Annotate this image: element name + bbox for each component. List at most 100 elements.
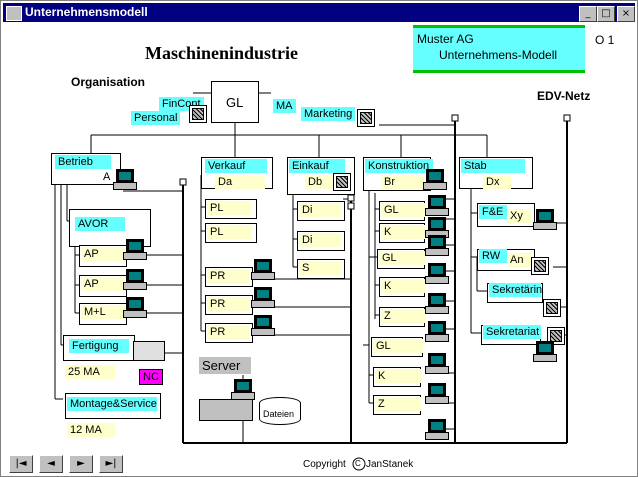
fertigung-count: 25 MA bbox=[65, 365, 115, 379]
pr-label-3: PR bbox=[207, 325, 249, 339]
stab-label: Stab bbox=[461, 159, 525, 173]
di-label-2: Di bbox=[299, 233, 341, 247]
connector-lines bbox=[54, 92, 571, 471]
computer-icon bbox=[251, 259, 275, 280]
app-icon bbox=[6, 6, 22, 21]
k-k-label-2: K bbox=[381, 279, 425, 293]
computer-icon bbox=[423, 169, 447, 190]
k-gl-label-1: GL bbox=[381, 203, 425, 217]
printer-icon bbox=[547, 327, 565, 345]
computer-icon bbox=[251, 315, 275, 336]
computer-icon bbox=[425, 419, 449, 440]
computer-icon bbox=[425, 353, 449, 374]
printer-icon bbox=[531, 257, 549, 275]
computer-icon bbox=[113, 169, 137, 190]
computer-icon bbox=[533, 341, 557, 362]
avor-label: AVOR bbox=[75, 217, 125, 231]
first-page-button[interactable]: |◄ bbox=[9, 455, 33, 473]
fertigung-label: Fertigung bbox=[69, 339, 129, 353]
minimize-button[interactable]: _ bbox=[579, 6, 597, 22]
gl-label: GL bbox=[226, 95, 244, 110]
copyright-symbol: C bbox=[355, 459, 361, 468]
ap-label-2: AP bbox=[81, 277, 125, 291]
pl-label-1: PL bbox=[207, 201, 251, 215]
montage-count: 12 MA bbox=[67, 423, 115, 437]
stab-code: Dx bbox=[483, 175, 511, 189]
printer-icon bbox=[357, 109, 375, 127]
fe-label: F&E bbox=[479, 205, 507, 219]
computer-icon bbox=[251, 287, 275, 308]
maximize-button[interactable]: □ bbox=[597, 6, 615, 22]
computer-icon bbox=[425, 263, 449, 284]
last-page-button[interactable]: ►| bbox=[99, 455, 123, 473]
server-label: Server bbox=[199, 357, 251, 374]
personal-box[interactable]: Personal bbox=[131, 111, 181, 125]
network-label: EDV-Netz bbox=[537, 89, 591, 103]
ml-label: M+L bbox=[81, 305, 125, 319]
sekretaerin-label: Sekretärin bbox=[489, 283, 542, 297]
k-gl-label-2: GL bbox=[379, 251, 425, 265]
computer-icon bbox=[425, 195, 449, 216]
betrieb-code: A bbox=[103, 171, 111, 183]
company-name: Muster AG bbox=[417, 32, 474, 46]
computer-icon bbox=[231, 379, 255, 400]
computer-icon bbox=[425, 235, 449, 256]
close-button[interactable]: × bbox=[617, 6, 635, 22]
pr-label-1: PR bbox=[207, 269, 249, 283]
konstruktion-label: Konstruktion bbox=[365, 159, 433, 173]
title-bar[interactable]: Unternehmensmodell _ □ × bbox=[3, 3, 635, 22]
montage-label: Montage&Service bbox=[67, 397, 157, 411]
next-page-button[interactable]: ► bbox=[69, 455, 93, 473]
computer-icon bbox=[425, 321, 449, 342]
database-label: Dateien bbox=[263, 409, 295, 419]
organisation-label: Organisation bbox=[71, 75, 146, 89]
fe-code: Xy bbox=[507, 209, 531, 223]
k-gl-label-3: GL bbox=[373, 339, 423, 353]
database-icon bbox=[259, 397, 301, 425]
server-rack-icon bbox=[199, 399, 253, 421]
computer-icon bbox=[123, 269, 147, 290]
verkauf-label: Verkauf bbox=[205, 159, 267, 173]
konstruktion-code: Br bbox=[381, 175, 423, 189]
computer-icon bbox=[425, 293, 449, 314]
printer-icon bbox=[333, 173, 351, 191]
rw-code: An bbox=[507, 253, 531, 267]
machine-icon bbox=[133, 341, 165, 361]
company-model: Unternehmens-Modell bbox=[439, 48, 558, 62]
verkauf-code: Da bbox=[215, 175, 265, 189]
k-k-label-1: K bbox=[381, 225, 425, 239]
k-k-label-3: K bbox=[375, 369, 421, 383]
page-code: O 1 bbox=[595, 33, 615, 47]
pl-label-2: PL bbox=[207, 225, 251, 239]
marketing-box[interactable]: Marketing bbox=[301, 107, 356, 121]
k-z-label-2: Z bbox=[375, 397, 421, 411]
k-z-label-1: Z bbox=[381, 309, 425, 323]
gl-box[interactable]: GL bbox=[211, 81, 259, 123]
ma-box[interactable]: MA bbox=[273, 99, 296, 113]
pr-label-2: PR bbox=[207, 297, 249, 311]
printer-icon bbox=[189, 105, 207, 123]
di-label-1: Di bbox=[299, 203, 341, 217]
computer-icon bbox=[123, 297, 147, 318]
s-label: S bbox=[299, 261, 341, 275]
computer-icon bbox=[533, 209, 557, 230]
computer-icon bbox=[425, 217, 449, 238]
betrieb-label: Betrieb bbox=[55, 155, 111, 169]
sekretariat-label: Sekretariat bbox=[483, 325, 541, 339]
printer-icon bbox=[543, 299, 561, 317]
einkauf-label: Einkauf bbox=[289, 159, 345, 173]
diagram-canvas: Maschinenindustrie Organisation EDV-Netz… bbox=[3, 23, 635, 474]
page-title: Maschinenindustrie bbox=[145, 43, 299, 63]
nc-box[interactable]: NC bbox=[139, 369, 163, 385]
prev-page-button[interactable]: ◄ bbox=[39, 455, 63, 473]
copyright-prefix: Copyright bbox=[303, 459, 346, 470]
ap-label-1: AP bbox=[81, 247, 125, 261]
computer-icon bbox=[123, 239, 147, 260]
copyright-name: JanStanek bbox=[366, 459, 414, 470]
einkauf-code: Db bbox=[305, 175, 333, 189]
computer-icon bbox=[425, 383, 449, 404]
company-box: Muster AG Unternehmens-Modell bbox=[413, 25, 585, 73]
rw-label: RW bbox=[479, 249, 507, 263]
window-title: Unternehmensmodell bbox=[25, 5, 148, 19]
